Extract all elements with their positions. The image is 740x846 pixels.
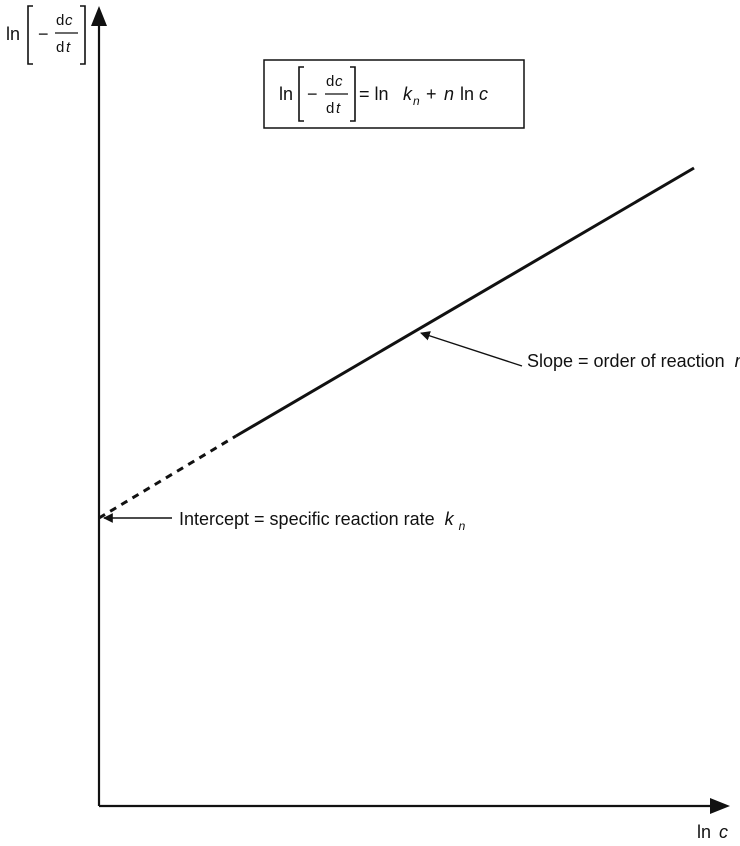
y-label-minus: − bbox=[38, 24, 49, 44]
x-axis-label: ln c bbox=[697, 822, 728, 842]
intercept-label-text: Intercept = specific reaction rate bbox=[179, 509, 435, 529]
eq-equals-ln: = ln bbox=[359, 84, 389, 104]
eq-plus: + bbox=[426, 84, 437, 104]
y-label-ln: ln bbox=[6, 24, 20, 44]
slope-pointer-arrow bbox=[420, 331, 523, 367]
x-label-ln: ln bbox=[697, 822, 711, 842]
equation-border bbox=[263, 59, 525, 129]
eq-k-subscript: n bbox=[413, 94, 420, 108]
y-label-c: c bbox=[65, 12, 73, 29]
y-label-d-bottom: d bbox=[56, 39, 64, 56]
eq-c-top: c bbox=[335, 73, 343, 90]
y-label-left-bracket bbox=[27, 5, 33, 65]
eq-right-bracket bbox=[350, 66, 356, 122]
x-label-c: c bbox=[719, 822, 728, 842]
x-axis-arrowhead bbox=[710, 798, 730, 814]
extrapolated-dashed-line bbox=[98, 434, 237, 520]
y-label-right-bracket bbox=[80, 5, 86, 65]
y-axis-arrowhead bbox=[91, 6, 107, 26]
eq-ln-right: ln bbox=[460, 84, 474, 104]
data-solid-line bbox=[235, 166, 695, 438]
eq-ln-left: ln bbox=[279, 84, 293, 104]
eq-n: n bbox=[444, 84, 454, 104]
intercept-label-k: k bbox=[445, 509, 455, 529]
eq-minus: − bbox=[307, 84, 318, 104]
intercept-label-subscript: n bbox=[459, 519, 466, 533]
y-label-t: t bbox=[66, 39, 71, 56]
eq-c: c bbox=[479, 84, 488, 104]
eq-d-top: d bbox=[326, 73, 334, 90]
intercept-annotation: Intercept = specific reaction rate k n bbox=[103, 509, 466, 533]
y-axis-label: ln − d c d t bbox=[6, 5, 86, 65]
eq-k: k bbox=[403, 84, 413, 104]
equation-box: ln − d c d t = ln k n + n ln c bbox=[263, 59, 525, 129]
slope-label-text: Slope = order of reaction bbox=[527, 351, 725, 371]
eq-left-bracket bbox=[298, 66, 304, 122]
y-label-d-top: d bbox=[56, 12, 64, 29]
intercept-label: Intercept = specific reaction rate k n bbox=[179, 509, 466, 533]
slope-annotation: Slope = order of reaction n bbox=[420, 331, 740, 371]
eq-t: t bbox=[336, 100, 341, 117]
slope-label: Slope = order of reaction n bbox=[527, 351, 740, 371]
slope-label-n: n bbox=[735, 351, 740, 371]
eq-d-bottom: d bbox=[326, 100, 334, 117]
